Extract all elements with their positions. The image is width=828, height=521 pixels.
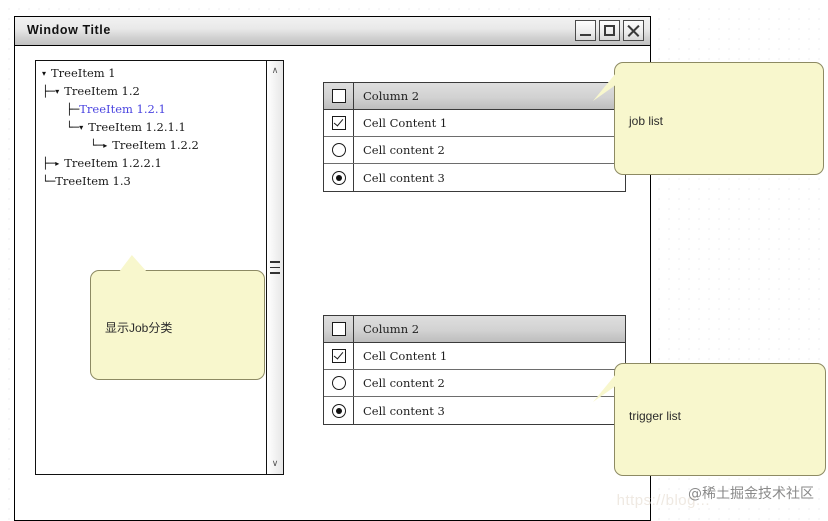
tree-expander-icon[interactable]: ▾ bbox=[42, 69, 47, 78]
tree-item-1-3[interactable]: └─TreeItem 1.3 bbox=[36, 172, 265, 190]
tree-connector: └─ bbox=[42, 175, 56, 188]
tree-item-label: TreeItem 1 bbox=[51, 66, 116, 80]
column-header-label: Column 2 bbox=[363, 89, 420, 103]
checkbox-checked-icon[interactable] bbox=[331, 116, 346, 130]
cell-label: Cell Content 1 bbox=[363, 349, 448, 363]
tree-item-label: TreeItem 1.2 bbox=[64, 84, 140, 98]
row-checkbox-cell[interactable] bbox=[324, 110, 354, 136]
radio-empty-icon[interactable] bbox=[331, 143, 346, 157]
tree-item-1-2-1[interactable]: ├─TreeItem 1.2.1 bbox=[36, 100, 265, 118]
maximize-button[interactable] bbox=[599, 20, 620, 41]
scroll-down-icon[interactable]: ∨ bbox=[271, 459, 279, 469]
watermark-brand: @稀土掘金技术社区 bbox=[688, 486, 814, 502]
minimize-button[interactable] bbox=[575, 20, 596, 41]
tree-scrollbar[interactable]: ∧ ∨ bbox=[266, 61, 283, 474]
tree-item-1-2-1-1[interactable]: └─▾ TreeItem 1.2.1.1 bbox=[36, 118, 265, 136]
tree-expander-icon[interactable]: ▸ bbox=[55, 159, 60, 168]
tree-connector: ├─ bbox=[66, 103, 80, 116]
callout-tail bbox=[119, 255, 147, 272]
title-bar[interactable]: Window Title bbox=[15, 17, 650, 46]
tree-item-label: TreeItem 1.2.1.1 bbox=[88, 120, 186, 134]
tree-connector: └─ bbox=[90, 139, 104, 152]
callout-text: trigger list bbox=[629, 409, 682, 423]
window-controls bbox=[575, 20, 644, 41]
header-checkbox-cell[interactable] bbox=[324, 316, 354, 342]
window-frame: Window Title ▾TreeItem 1 ├─▾TreeItem 1.2… bbox=[14, 16, 651, 521]
cell-label: Cell Content 1 bbox=[363, 116, 448, 130]
table-trigger-list: Column 2 Cell Content 1 Cell content 2 C… bbox=[323, 315, 626, 425]
watermark-url: https://blog... bbox=[616, 492, 710, 509]
cell-label: Cell content 3 bbox=[363, 170, 445, 185]
table-row[interactable]: Cell Content 1 bbox=[324, 343, 625, 370]
header-checkbox-cell[interactable] bbox=[324, 83, 354, 109]
close-icon bbox=[624, 21, 643, 40]
callout-text: job list bbox=[629, 114, 664, 128]
table-row[interactable]: Cell content 2 bbox=[324, 370, 625, 397]
tree-connector: ├─ bbox=[42, 85, 56, 98]
tree-expander-icon[interactable]: ▸ bbox=[103, 141, 108, 150]
tree-expander-icon[interactable]: ▾ bbox=[79, 123, 84, 132]
table-header-row: Column 2 bbox=[324, 316, 625, 343]
maximize-icon bbox=[600, 21, 619, 40]
radio-selected-icon[interactable] bbox=[331, 403, 346, 418]
row-checkbox-cell[interactable] bbox=[324, 343, 354, 369]
scroll-up-icon[interactable]: ∧ bbox=[271, 66, 279, 76]
checkbox-unchecked-icon[interactable] bbox=[331, 322, 346, 336]
close-button[interactable] bbox=[623, 20, 644, 41]
cell-label: Cell content 2 bbox=[363, 143, 445, 157]
callout-text: 显示Job分类 bbox=[105, 321, 173, 335]
table-header-row: Column 2 bbox=[324, 83, 625, 110]
tree-item-1[interactable]: ▾ TreeItem 1 bbox=[36, 64, 265, 82]
tree-connector: └─ bbox=[66, 121, 80, 134]
tree-expander-icon[interactable]: ▾ bbox=[55, 87, 60, 96]
callout-trigger-list: trigger list bbox=[593, 363, 826, 476]
row-radio-cell[interactable] bbox=[324, 370, 354, 396]
cell-label: Cell content 3 bbox=[363, 403, 445, 418]
tree-list: ▾TreeItem 1 ├─▾TreeItem 1.2 ├─TreeItem 1… bbox=[36, 64, 265, 190]
scrollbar-grip[interactable] bbox=[270, 261, 280, 276]
row-radio-cell[interactable] bbox=[324, 397, 354, 424]
table-job-list: Column 2 Cell Content 1 Cell content 2 C… bbox=[323, 82, 626, 192]
minimize-icon bbox=[576, 21, 595, 40]
row-radio-cell[interactable] bbox=[324, 164, 354, 191]
table-row[interactable]: Cell content 3 bbox=[324, 164, 625, 191]
tree-panel: ▾TreeItem 1 ├─▾TreeItem 1.2 ├─TreeItem 1… bbox=[35, 60, 284, 475]
tree-item-label: TreeItem 1.2.1 bbox=[79, 102, 166, 116]
tree-item-1-2[interactable]: ├─▾ TreeItem 1.2 bbox=[36, 82, 265, 100]
radio-empty-icon[interactable] bbox=[331, 376, 346, 390]
callout-job-list: job list bbox=[593, 62, 824, 175]
checkbox-checked-icon[interactable] bbox=[331, 349, 346, 363]
tree-connector: ├─ bbox=[42, 157, 56, 170]
table-row[interactable]: Cell content 3 bbox=[324, 397, 625, 424]
table-row[interactable]: Cell content 2 bbox=[324, 137, 625, 164]
radio-selected-icon[interactable] bbox=[331, 170, 346, 185]
tree-item-1-2-2[interactable]: └─▸ TreeItem 1.2.2 bbox=[36, 136, 265, 154]
column-header-label: Column 2 bbox=[363, 322, 420, 336]
callout-job-category: 显示Job分类 bbox=[90, 255, 265, 380]
tree-item-1-2-2-1[interactable]: ├─▸ TreeItem 1.2.2.1 bbox=[36, 154, 265, 172]
row-radio-cell[interactable] bbox=[324, 137, 354, 163]
tree-item-label: TreeItem 1.2.2.1 bbox=[64, 156, 162, 170]
tree-item-label: TreeItem 1.3 bbox=[55, 174, 131, 188]
tree-item-label: TreeItem 1.2.2 bbox=[112, 138, 199, 152]
cell-label: Cell content 2 bbox=[363, 376, 445, 390]
table-row[interactable]: Cell Content 1 bbox=[324, 110, 625, 137]
window-title: Window Title bbox=[27, 23, 111, 37]
checkbox-unchecked-icon[interactable] bbox=[331, 89, 346, 103]
